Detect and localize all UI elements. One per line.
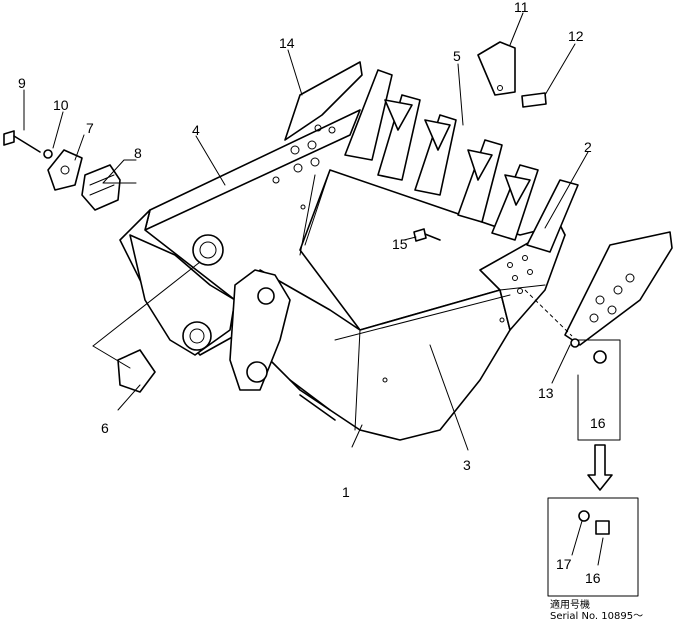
callout-11: 11 [514, 0, 529, 15]
callout-16a: 16 [590, 415, 606, 431]
callout-labels: 1 2 3 4 5 6 7 8 9 10 11 12 13 14 15 16 1… [18, 0, 606, 586]
callout-9: 9 [18, 75, 26, 91]
callout-16b: 16 [585, 570, 601, 586]
callout-4: 4 [192, 122, 200, 138]
leader-lines [23, 12, 589, 451]
callout-15: 15 [392, 236, 408, 252]
callout-2: 2 [584, 139, 592, 155]
bucket-bracket [129, 234, 336, 421]
serial-note-number: Serial No. 10895～ [550, 611, 643, 620]
callout-3: 3 [463, 457, 471, 473]
callout-8: 8 [134, 145, 142, 161]
side-cutter-left [284, 61, 363, 141]
side-cutter-right [564, 231, 673, 346]
nut-box [547, 339, 639, 597]
serial-note-japanese: 適用号機 [550, 598, 590, 611]
teeth-row [344, 69, 579, 253]
callout-14: 14 [279, 35, 295, 51]
callout-13: 13 [538, 385, 554, 401]
callout-7: 7 [86, 120, 94, 136]
callout-5: 5 [453, 48, 461, 64]
serial-note: 適用号機 Serial No. 10895～ [550, 598, 643, 620]
callout-6: 6 [101, 420, 109, 436]
callout-10: 10 [53, 97, 69, 113]
callout-1: 1 [342, 484, 350, 500]
callout-12: 12 [568, 28, 584, 44]
callout-17: 17 [556, 556, 572, 572]
pin-boss-parts [3, 41, 607, 393]
